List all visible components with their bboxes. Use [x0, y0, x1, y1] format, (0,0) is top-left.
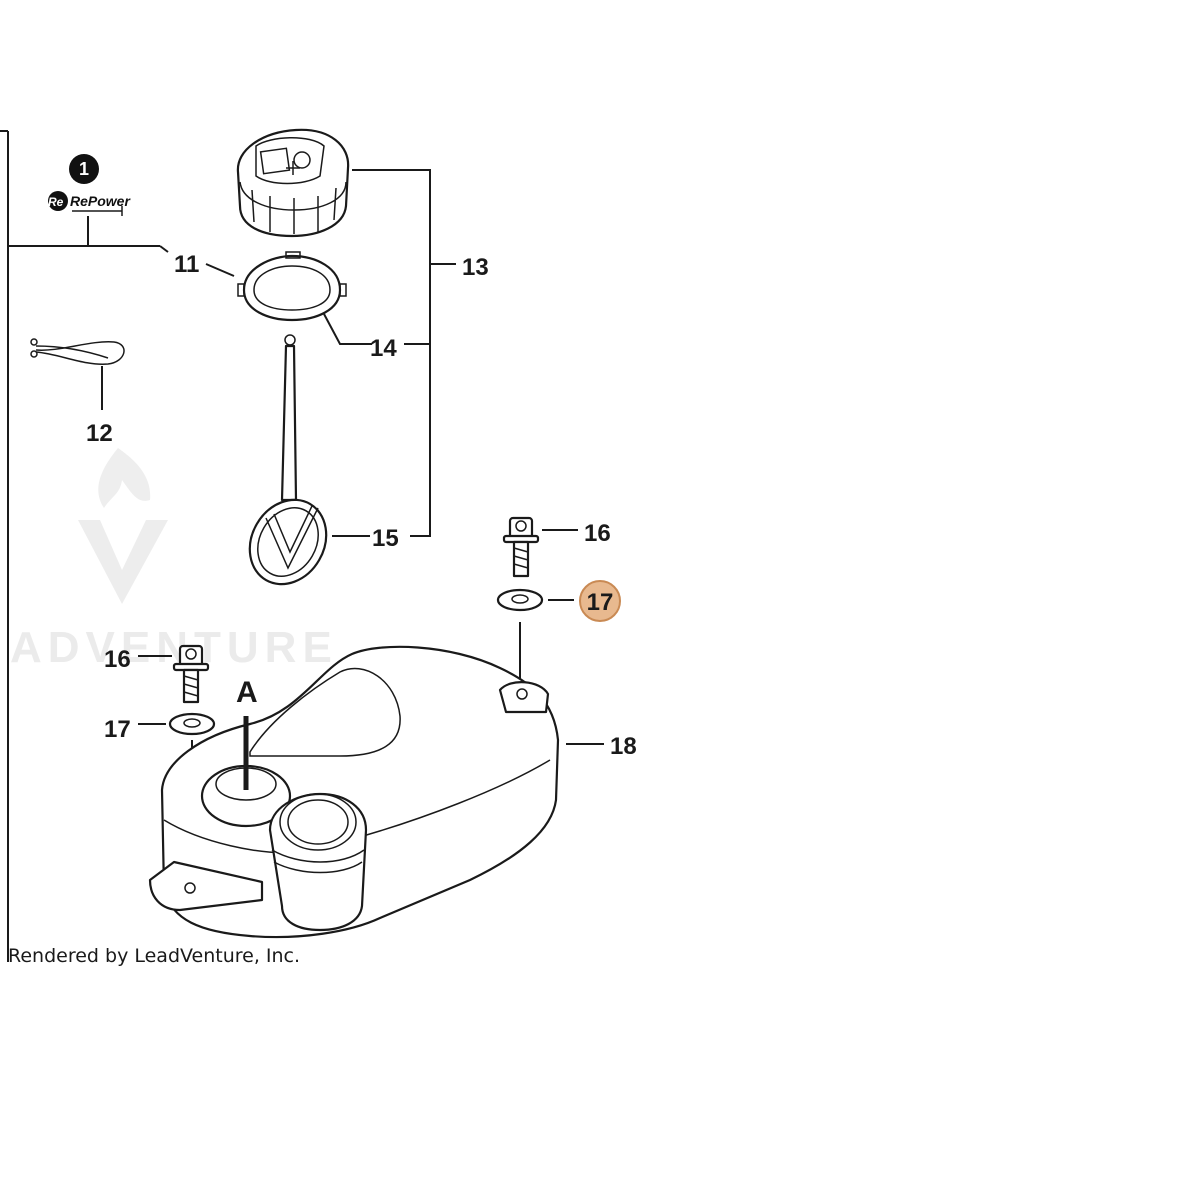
callout-16-left[interactable]: 16	[104, 646, 131, 673]
svg-text:1: 1	[79, 159, 89, 179]
assembly-bracket	[0, 130, 169, 962]
callout-18[interactable]: 18	[610, 733, 637, 760]
footer-credit: Rendered by LeadVenture, Inc.	[8, 945, 300, 967]
part-15-tether[interactable]	[235, 334, 341, 598]
part-17-washer-right[interactable]	[496, 588, 544, 612]
watermark-text: ADVENTURE	[10, 623, 338, 672]
bracket-13	[352, 169, 431, 537]
callout-17-highlighted[interactable]: 17	[579, 580, 621, 622]
part-18-fuel-tank[interactable]	[148, 645, 560, 939]
callout-12[interactable]: 12	[86, 420, 113, 447]
callout-16-right[interactable]: 16	[584, 520, 611, 547]
callout-1-badge[interactable]: 1	[69, 154, 99, 184]
part-16-bolt-right[interactable]	[502, 516, 540, 578]
watermark-logo: ADVENTURE	[10, 448, 338, 672]
part-17-washer-left[interactable]	[168, 712, 216, 736]
svg-text:RePower: RePower	[70, 193, 131, 209]
svg-text:Re: Re	[48, 195, 64, 209]
callout-14[interactable]: 14	[370, 335, 397, 362]
svg-text:17: 17	[587, 589, 614, 616]
part-13-fuel-cap[interactable]	[236, 128, 350, 238]
leader-14	[323, 313, 372, 345]
callout-11[interactable]: 11	[174, 251, 199, 278]
repower-logo: Re RePower	[48, 191, 131, 216]
label-a: A	[236, 676, 258, 709]
part-16-bolt-left[interactable]	[172, 644, 210, 704]
part-12-wire-loop[interactable]	[30, 338, 125, 410]
callout-15[interactable]: 15	[372, 525, 399, 552]
callout-17-left[interactable]: 17	[104, 716, 131, 743]
callout-13[interactable]: 13	[462, 254, 489, 281]
part-11-gasket[interactable]	[237, 251, 347, 322]
highlight-circle	[579, 580, 621, 622]
